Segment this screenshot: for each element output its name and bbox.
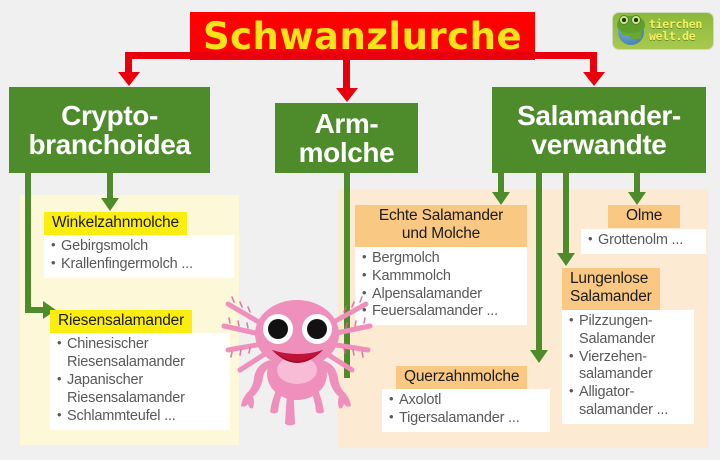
logo-line-1: tierchen bbox=[649, 17, 702, 32]
list-item: Bergmolch bbox=[362, 249, 519, 268]
card-body-winkelzahnmolche: Gebirgsmolch Krallenfingermolch ... bbox=[44, 235, 234, 279]
list-item: Feuersalamander ... bbox=[362, 302, 519, 321]
card-body-riesensalamander: Chinesischer Riesensalamander Japanische… bbox=[50, 333, 230, 431]
card-header-lungenlose-salamander: Lungenlose Salamander bbox=[562, 268, 660, 310]
list-item: Pilzzungen- Salamander bbox=[569, 312, 686, 349]
card-header-querzahnmolche: Querzahnmolche bbox=[396, 366, 528, 390]
red-connector-spine bbox=[125, 52, 597, 59]
card-body-olme: Grottenolm ... bbox=[581, 229, 706, 254]
card-olme[interactable]: Olme Grottenolm ... bbox=[581, 205, 706, 254]
card-lungenlose-salamander[interactable]: Lungenlose Salamander Pilzzungen- Salama… bbox=[562, 268, 694, 425]
green-connector-echte bbox=[498, 173, 504, 194]
frog-globe-icon bbox=[614, 14, 648, 48]
card-winkelzahnmolche[interactable]: Winkelzahnmolche Gebirgsmolch Krallenfin… bbox=[44, 212, 234, 279]
list-item: Schlammteufel ... bbox=[57, 407, 222, 426]
list-item: Chinesischer Riesensalamander bbox=[57, 335, 222, 372]
list-item: Gebirgsmolch bbox=[51, 237, 226, 256]
card-riesensalamander[interactable]: Riesensalamander Chinesischer Riesensala… bbox=[50, 310, 230, 431]
card-echte-salamander-und-molche[interactable]: Echte Salamander und Molche Bergmolch Ka… bbox=[355, 205, 527, 326]
green-connector-quer bbox=[536, 173, 542, 352]
axolotl-illustration bbox=[221, 296, 373, 426]
card-header-echte-salamander-und-molche: Echte Salamander und Molche bbox=[355, 205, 527, 247]
page-title: Schwanzlurche bbox=[202, 14, 523, 58]
card-querzahnmolche[interactable]: Querzahnmolche Axolotl Tigersalamander .… bbox=[382, 366, 550, 433]
green-arrowhead-olme bbox=[628, 192, 646, 205]
green-connector-winkel bbox=[107, 173, 113, 200]
red-arrowhead-right bbox=[582, 72, 605, 86]
red-connector-middle bbox=[343, 52, 350, 90]
card-body-lungenlose-salamander: Pilzzungen- Salamander Vierzehen- salama… bbox=[562, 309, 694, 425]
green-connector-olme bbox=[634, 173, 640, 194]
list-item: Japanischer Riesensalamander bbox=[57, 371, 222, 408]
list-item: Axolotl bbox=[389, 391, 542, 410]
list-item: Krallenfingermolch ... bbox=[51, 255, 226, 274]
list-item: Tigersalamander ... bbox=[389, 409, 542, 428]
red-connector-left bbox=[125, 52, 132, 74]
green-connector-riesen-vertical bbox=[25, 173, 31, 313]
green-arrowhead-lungen bbox=[557, 253, 575, 266]
green-arrowhead-winkel bbox=[101, 198, 119, 211]
site-logo[interactable]: tierchen welt.de bbox=[612, 12, 714, 50]
card-header-olme: Olme bbox=[608, 205, 681, 229]
list-item: Grottenolm ... bbox=[588, 231, 698, 250]
group-label-salamanderverwandte: Salamander- verwandte bbox=[517, 99, 681, 160]
green-arrowhead-quer bbox=[530, 350, 548, 363]
list-item: Vierzehen- salamander bbox=[569, 348, 686, 385]
card-header-riesensalamander: Riesensalamander bbox=[50, 310, 193, 334]
group-label-cryptobranchoidea: Crypto- branchoidea bbox=[28, 99, 191, 160]
list-item: Kammmolch bbox=[362, 267, 519, 286]
group-box-cryptobranchoidea[interactable]: Crypto- branchoidea bbox=[9, 87, 210, 173]
green-arrowhead-echte bbox=[492, 192, 510, 205]
red-arrowhead-left bbox=[117, 72, 140, 86]
group-label-armmolche: Arm- molche bbox=[298, 107, 395, 168]
red-arrowhead-middle bbox=[335, 88, 358, 102]
green-connector-arm bbox=[344, 173, 350, 378]
green-connector-riesen-horizontal bbox=[25, 307, 45, 313]
card-body-echte-salamander-und-molche: Bergmolch Kammmolch Alpensalamander Feue… bbox=[355, 246, 527, 326]
group-box-salamanderverwandte[interactable]: Salamander- verwandte bbox=[492, 87, 706, 173]
red-connector-right bbox=[590, 52, 597, 74]
card-body-querzahnmolche: Axolotl Tigersalamander ... bbox=[382, 389, 550, 433]
group-box-armmolche[interactable]: Arm- molche bbox=[275, 103, 418, 173]
card-header-winkelzahnmolche: Winkelzahnmolche bbox=[44, 212, 187, 236]
list-item: Alligator- salamander ... bbox=[569, 383, 686, 420]
logo-line-2: welt.de bbox=[649, 29, 696, 43]
green-connector-lungen bbox=[563, 173, 569, 255]
list-item: Alpensalamander bbox=[362, 285, 519, 304]
